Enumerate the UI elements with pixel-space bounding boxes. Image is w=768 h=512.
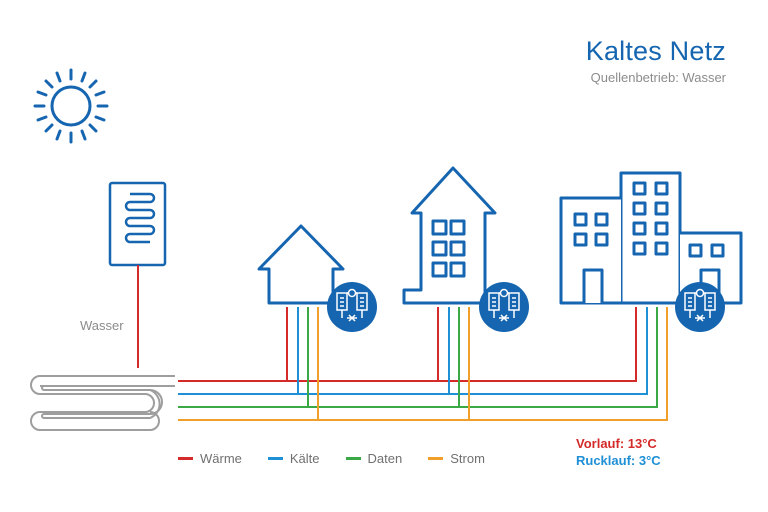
- legend-item-power: Strom: [428, 451, 485, 466]
- commercial-building: [559, 171, 743, 305]
- heat-pump-icon: [479, 282, 529, 332]
- legend-swatch: [178, 457, 193, 460]
- legend-swatch: [345, 457, 361, 460]
- house-building: [257, 224, 345, 305]
- temperature-info: Vorlauf: 13°C Rucklauf: 3°C: [576, 435, 661, 469]
- pipe-data: [178, 307, 658, 408]
- legend-item-data: Daten: [345, 451, 403, 466]
- legend-swatch: [267, 457, 283, 460]
- legend-label: Kälte: [289, 451, 320, 466]
- legend-label: Strom: [450, 451, 485, 466]
- supply-temperature: Vorlauf: 13°C: [576, 436, 657, 451]
- diagram-subtitle: Quellenbetrieb: Wasser: [590, 70, 726, 85]
- ground-coil-icon: [30, 375, 175, 431]
- pipe-power: [178, 307, 668, 421]
- source-label: Wasser: [80, 318, 124, 333]
- pipe-cold: [178, 307, 648, 395]
- heat-pump-icon: [675, 282, 725, 332]
- return-temperature: Rucklauf: 3°C: [576, 453, 661, 468]
- legend-label: Wärme: [200, 451, 242, 466]
- distribution-pipes: [178, 307, 668, 421]
- solar-collector-icon: [108, 181, 167, 267]
- apartment-building: [402, 166, 497, 305]
- heat-pump-icon: [327, 282, 377, 332]
- pipe-heat: [178, 307, 637, 382]
- legend-label: Daten: [367, 451, 403, 466]
- legend-item-cold: Kälte: [267, 451, 320, 466]
- sun-icon: [33, 68, 109, 144]
- legend-item-heat: Wärme: [178, 451, 242, 466]
- legend: Wärme Kälte Daten Strom: [178, 451, 485, 466]
- diagram-title: Kaltes Netz: [585, 36, 726, 66]
- legend-swatch: [428, 457, 444, 460]
